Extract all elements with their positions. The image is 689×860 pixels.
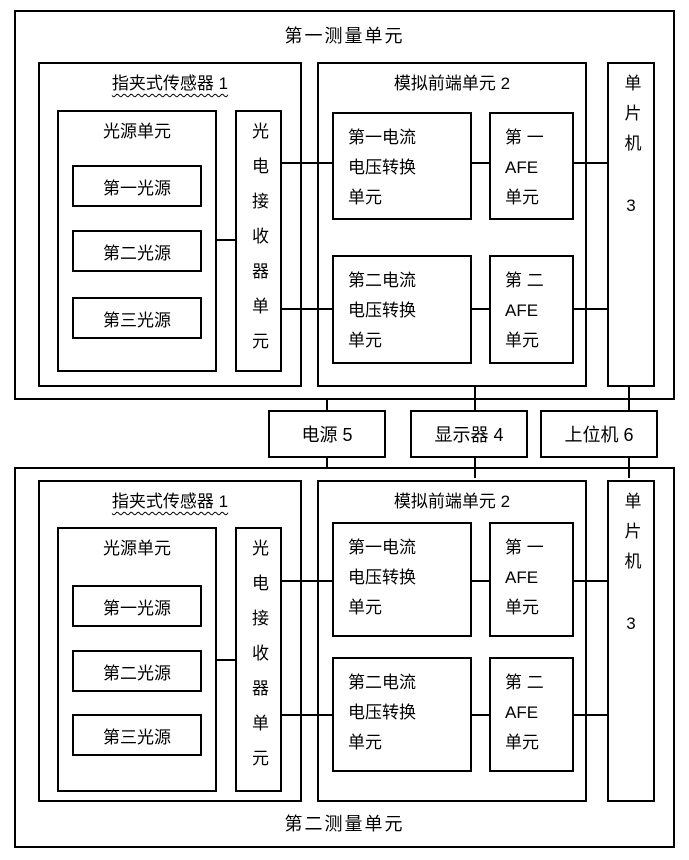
unit1-sensor-title: 指夹式传感器 1 <box>111 74 229 93</box>
unit1-light-3: 第三光源 <box>72 297 202 339</box>
display-box: 显示器 4 <box>410 410 528 458</box>
unit2-light-3: 第三光源 <box>72 714 202 756</box>
unit1-light-2: 第二光源 <box>72 230 202 272</box>
unit2-receiver-label: 光电接收器单元 <box>249 539 268 784</box>
unit1-connector-receiver-to-conv2 <box>282 308 332 310</box>
unit2-finger-clip-sensor-box: 指夹式传感器 1 <box>38 480 302 802</box>
connector-unit1-mcu-to-host <box>628 385 630 410</box>
unit1-current-voltage-converter-1: 第一电流 电压转换 单元 <box>332 112 472 220</box>
unit2-connector-receiver-to-conv2 <box>282 714 332 716</box>
unit2-connector-afe1-to-mcu <box>574 580 607 582</box>
unit2-mcu-label: 单片机 3 <box>621 492 641 646</box>
unit1-light-1: 第一光源 <box>72 165 202 207</box>
unit2-light-1: 第一光源 <box>72 585 202 627</box>
unit1-receiver-label: 光电接收器单元 <box>249 122 268 367</box>
unit2-afe-unit-1: 第 一 AFE 单元 <box>489 522 574 637</box>
unit2-current-voltage-converter-1: 第一电流 电压转换 单元 <box>332 522 472 637</box>
unit2-title: 第二测量单元 <box>284 814 405 834</box>
unit1-mcu-label: 单片机 3 <box>621 74 641 228</box>
unit1-light-source-title: 光源单元 <box>103 122 171 141</box>
unit2-connector-afe2-to-mcu <box>574 714 607 716</box>
measurement-unit-1: 第一测量单元 指夹式传感器 1 光源单元 第一光源 第二光源 第三光源 光电接收… <box>14 10 675 400</box>
connector-unit1-to-power <box>326 400 328 410</box>
unit1-microcontroller-box: 单片机 3 <box>607 62 655 387</box>
unit2-current-voltage-converter-2: 第二电流 电压转换 单元 <box>332 657 472 772</box>
unit2-connector-receiver-to-conv1 <box>282 580 332 582</box>
unit1-connector-receiver-to-conv1 <box>282 162 332 164</box>
unit1-title: 第一测量单元 <box>284 26 405 46</box>
unit2-photoelectric-receiver-box: 光电接收器单元 <box>235 527 282 792</box>
unit2-light-source-box: 光源单元 <box>57 527 217 792</box>
unit1-afe-title: 模拟前端单元 2 <box>393 74 511 93</box>
unit2-connector-light-to-receiver <box>217 659 235 661</box>
unit2-microcontroller-box: 单片机 3 <box>607 480 655 802</box>
unit1-connector-conv1-to-afe1 <box>472 162 489 164</box>
unit1-current-voltage-converter-2: 第二电流 电压转换 单元 <box>332 255 472 364</box>
unit1-afe-unit-2: 第 二 AFE 单元 <box>489 255 574 364</box>
unit1-connector-conv2-to-afe2 <box>472 308 489 310</box>
unit2-light-source-title: 光源单元 <box>103 539 171 558</box>
unit1-finger-clip-sensor-box: 指夹式传感器 1 <box>38 62 302 387</box>
connector-unit1-afe-to-display <box>474 385 476 410</box>
unit1-connector-afe2-to-mcu <box>574 308 607 310</box>
unit2-sensor-title: 指夹式传感器 1 <box>111 492 229 511</box>
power-supply-box: 电源 5 <box>268 410 386 458</box>
unit1-photoelectric-receiver-box: 光电接收器单元 <box>235 110 282 372</box>
unit2-afe-title: 模拟前端单元 2 <box>393 492 511 511</box>
unit2-light-2: 第二光源 <box>72 650 202 692</box>
host-computer-box: 上位机 6 <box>540 410 658 458</box>
connector-power-to-unit2 <box>326 458 328 467</box>
unit1-light-source-box: 光源单元 <box>57 110 217 372</box>
unit2-connector-conv1-to-afe1 <box>472 580 489 582</box>
measurement-unit-2: 第二测量单元 指夹式传感器 1 光源单元 第一光源 第二光源 第三光源 光电接收… <box>14 467 675 848</box>
unit2-afe-unit-2: 第 二 AFE 单元 <box>489 657 574 772</box>
unit1-connector-afe1-to-mcu <box>574 162 607 164</box>
unit1-afe-unit-1: 第 一 AFE 单元 <box>489 112 574 220</box>
unit2-analog-front-end-box: 模拟前端单元 2 <box>317 480 587 802</box>
unit1-analog-front-end-box: 模拟前端单元 2 <box>317 62 587 387</box>
unit1-connector-light-to-receiver <box>217 239 235 241</box>
unit2-connector-conv2-to-afe2 <box>472 714 489 716</box>
